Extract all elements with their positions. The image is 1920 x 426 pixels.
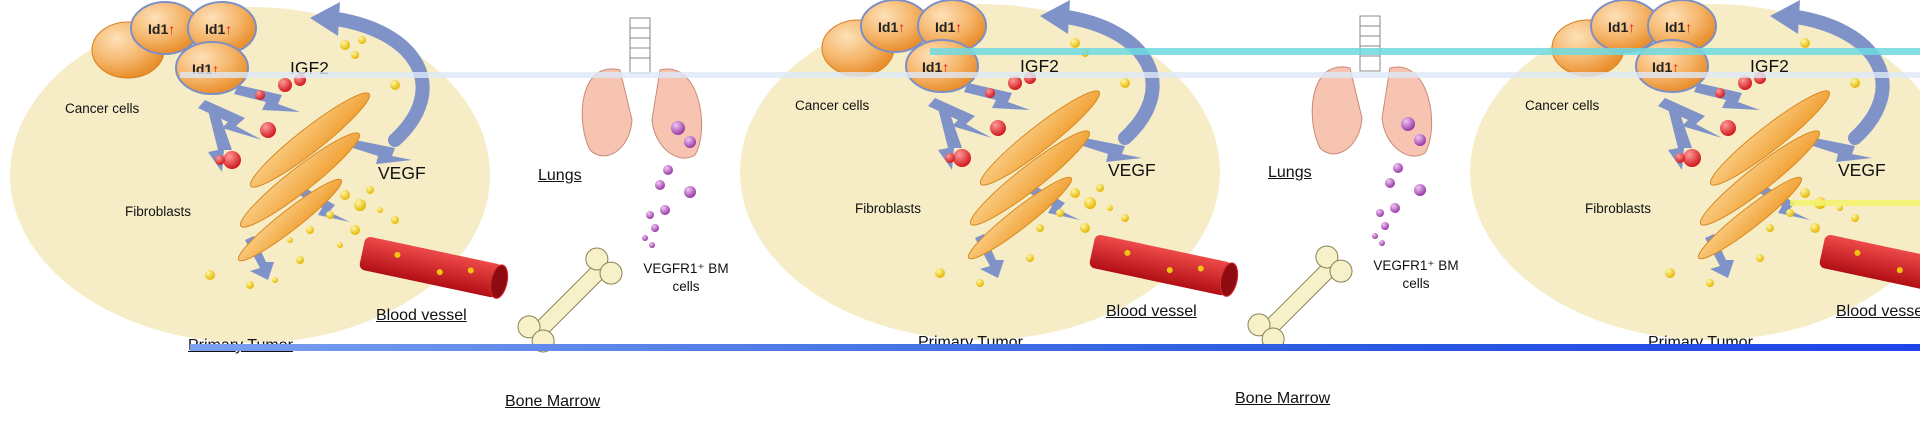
fibroblast-cells: [237, 92, 371, 262]
bone-marrow-label: Bone Marrow: [1235, 390, 1331, 407]
feedback-curved-arrow: [1783, 9, 1890, 145]
feedback-curved-arrow: [323, 11, 430, 147]
diagram-panel-3: Id1↑ Id1↑ Id1↑ IGF2 Cancer cells VEGF Fi…: [1460, 0, 1920, 426]
vegfr1-bm-cells-label: VEGFR1⁺ BM cells: [643, 261, 729, 294]
fibroblast-cells: [967, 90, 1101, 260]
blood-vessel-label: Blood vessel: [376, 307, 467, 324]
purple-bm-cells: [642, 165, 696, 248]
cancer-cells-label: Cancer cells: [65, 101, 140, 116]
id1-label-3: Id1↑: [922, 59, 950, 75]
blood-vessel-tube: [1089, 234, 1239, 297]
igf2-label: IGF2: [1750, 56, 1789, 76]
id1-label-2: Id1↑: [935, 19, 963, 35]
id1-label-2: Id1↑: [1665, 19, 1693, 35]
diagram-panel-2: Id1↑ Id1↑ Id1↑ IGF2 Cancer cells VEGF Fi…: [730, 0, 1460, 426]
fibroblasts-label: Fibroblasts: [855, 201, 922, 216]
glitch-bar-yellow: [1790, 200, 1920, 206]
cancer-cells-label: Cancer cells: [1525, 98, 1600, 113]
cancer-cell-cluster: [91, 1, 257, 95]
lungs-illustration: [1311, 15, 1432, 157]
fibroblasts-label: Fibroblasts: [1585, 201, 1652, 216]
cancer-cells-label: Cancer cells: [795, 98, 870, 113]
yellow-factor-dots: [1665, 38, 1860, 287]
id1-label-1: Id1↑: [148, 21, 176, 37]
blood-vessel-tube: [1819, 234, 1920, 296]
fibroblast-cells: [1697, 90, 1831, 260]
vegf-label: VEGF: [378, 163, 426, 183]
vegf-label: VEGF: [1838, 160, 1886, 180]
bone-marrow-label: Bone Marrow: [505, 393, 601, 410]
glitch-bar-pale: [180, 72, 1920, 78]
panel-1-artwork: [10, 1, 702, 353]
lungs-label: Lungs: [1268, 164, 1312, 181]
feedback-curved-arrow: [1053, 9, 1160, 145]
lungs-label: Lungs: [538, 167, 582, 184]
id1-label-1: Id1↑: [878, 19, 906, 35]
fibroblasts-label: Fibroblasts: [125, 204, 192, 219]
diagram-panel-1: Id1↑ Id1↑ Id1↑ IGF2 Cancer cells VEGF Fi…: [0, 0, 730, 426]
lungs-illustration: [581, 17, 702, 159]
yellow-factor-dots: [205, 36, 400, 289]
yellow-factor-dots: [935, 38, 1130, 287]
bone-illustration: [1247, 245, 1353, 351]
igf2-label: IGF2: [1020, 56, 1059, 76]
panel-2-artwork: [740, 0, 1432, 351]
primary-tumor-region: [1470, 4, 1920, 340]
id1-label-2: Id1↑: [205, 21, 233, 37]
bone-illustration: [517, 247, 623, 353]
blood-vessel-tube: [359, 236, 509, 299]
id1-label-1: Id1↑: [1608, 19, 1636, 35]
glitch-bar-blue: [190, 344, 1920, 351]
blood-vessel-label: Blood vessel: [1836, 303, 1920, 320]
blood-vessel-label: Blood vessel: [1106, 303, 1197, 320]
glitch-bar-cyan: [930, 48, 1920, 55]
vegf-label: VEGF: [1108, 160, 1156, 180]
purple-bm-cells: [1372, 163, 1426, 246]
id1-label-3: Id1↑: [1652, 59, 1680, 75]
panel-3-artwork: [1470, 0, 1920, 340]
vegfr1-bm-cells-label: VEGFR1⁺ BM cells: [1373, 258, 1459, 291]
